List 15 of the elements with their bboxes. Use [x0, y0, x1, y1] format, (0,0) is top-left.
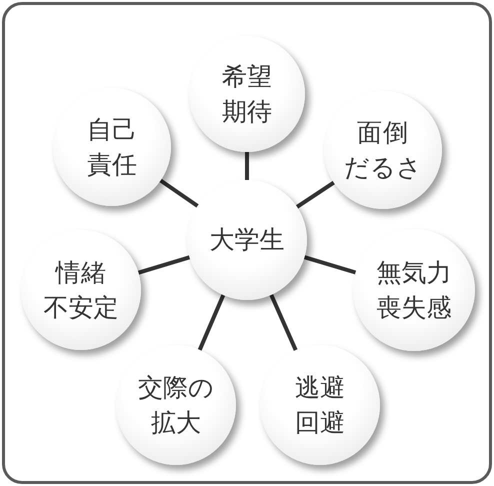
- connector-line: [138, 255, 190, 275]
- node-label: 面倒だるさ: [344, 116, 422, 184]
- connector-line: [159, 178, 199, 208]
- node-label: 逃避回避: [294, 372, 346, 439]
- connector-line: [269, 294, 298, 351]
- node-label: 交際の拡大: [138, 372, 214, 439]
- node-label: 希望期待: [222, 60, 272, 128]
- connector-line: [304, 255, 356, 274]
- node-label: 自己責任: [86, 114, 138, 181]
- node-label: 情緒不安定: [43, 256, 119, 324]
- connector-line: [198, 294, 226, 351]
- connector-line: [296, 180, 335, 209]
- node-label: 無気力喪失感: [376, 256, 452, 324]
- connector-line: [245, 152, 249, 180]
- node-label: 大学生: [210, 224, 284, 256]
